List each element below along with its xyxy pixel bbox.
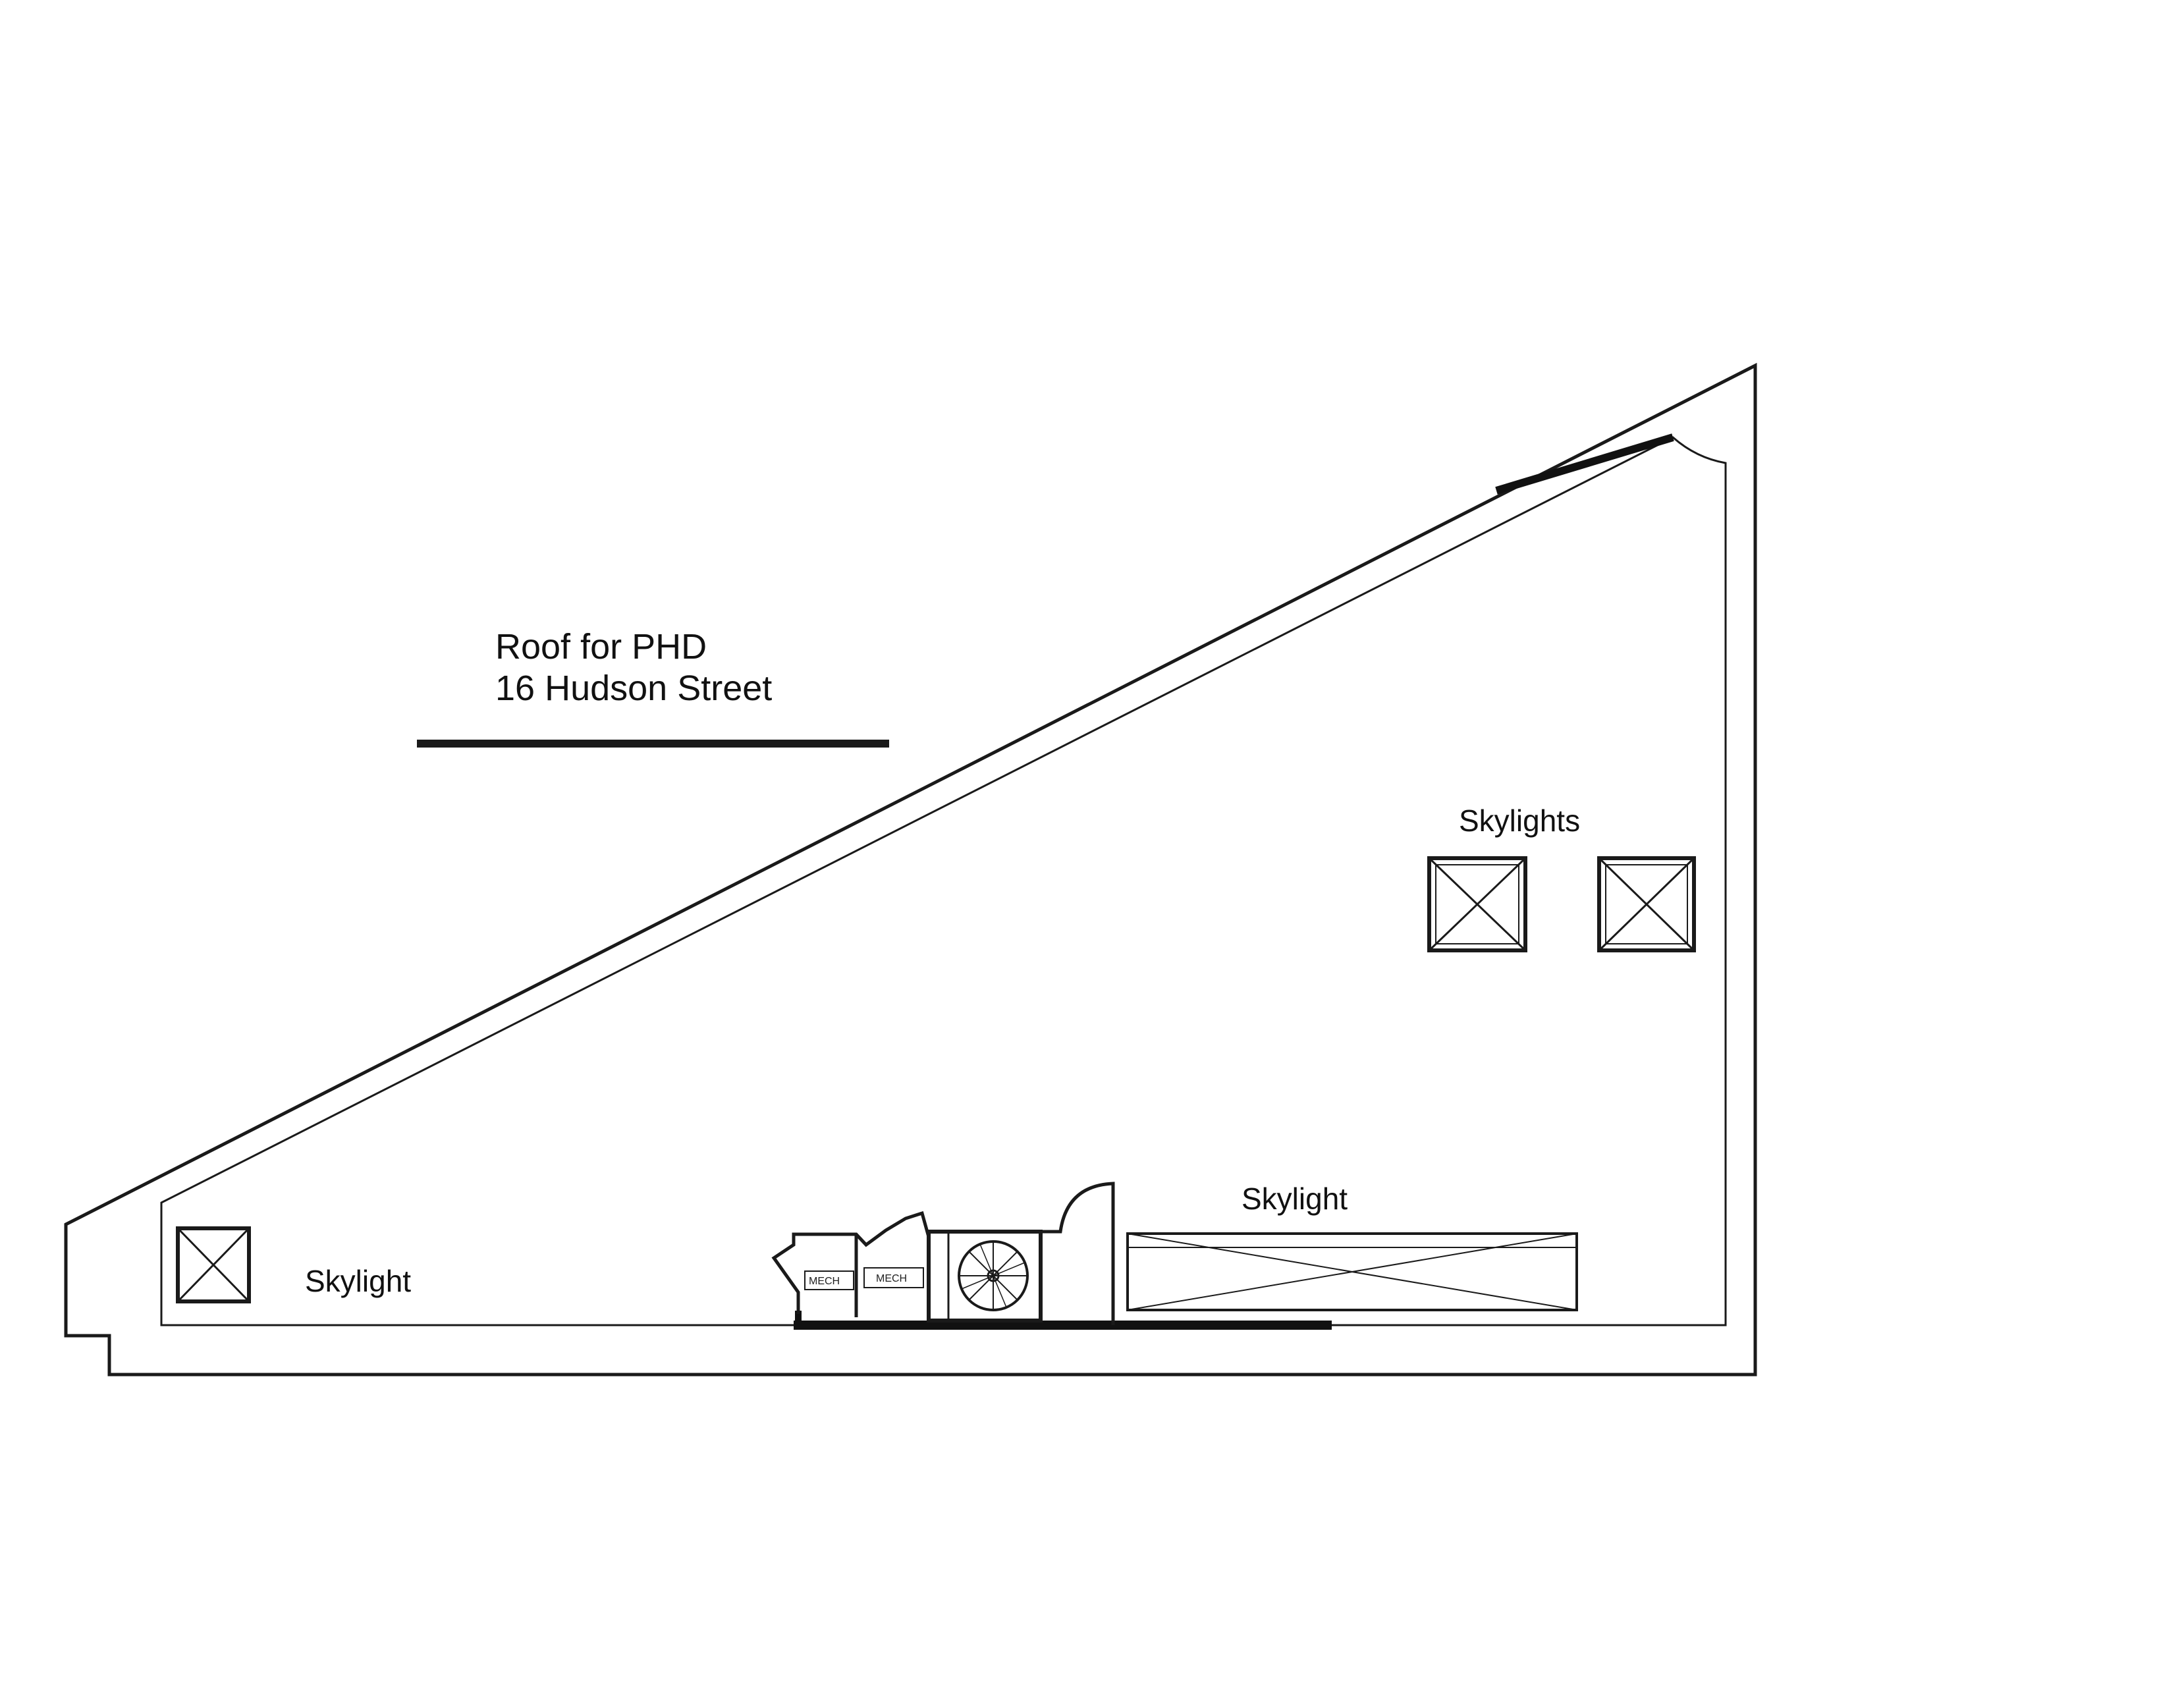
inner-parapet-outline xyxy=(160,436,1727,1326)
title-line-1: Roof for PHD xyxy=(495,627,707,667)
title-line-2: 16 Hudson Street xyxy=(495,669,772,708)
mech-label-2: MECH xyxy=(876,1273,907,1284)
skylight-long-label: Skylight xyxy=(1242,1182,1348,1216)
skylight-right-2 xyxy=(1597,856,1696,952)
skylight-left xyxy=(176,1226,251,1303)
bulkhead-structure xyxy=(771,1182,1332,1330)
skylights-label: Skylights xyxy=(1459,804,1580,838)
outer-roof-outline xyxy=(64,362,1757,1377)
parapet-heavy-segment xyxy=(1495,433,1674,495)
skylight-long xyxy=(1126,1232,1578,1311)
mech-label-1: MECH xyxy=(809,1276,840,1287)
skylight-left-label: Skylight xyxy=(305,1264,411,1298)
skylight-right-1 xyxy=(1427,856,1527,952)
